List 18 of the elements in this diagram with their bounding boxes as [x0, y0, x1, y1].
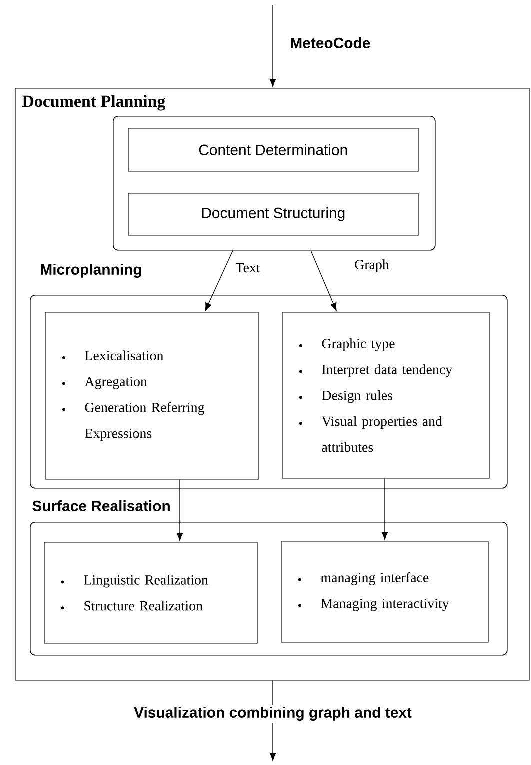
arrow: [176, 479, 184, 541]
task-box: Graphic type Interpret data tendency Design rules Visual properties and attributes: [282, 312, 490, 479]
group-box: [113, 116, 436, 251]
task-box: managing interface Managing interactivity: [281, 541, 489, 643]
node-label: Surface Realisation: [32, 500, 170, 512]
arrow: [205, 250, 234, 312]
edge-label: MeteoCode: [288, 36, 373, 50]
arrow: [310, 250, 337, 312]
task-box: Linguistic Realization Structure Realization: [44, 542, 258, 644]
edge-label: Text: [234, 261, 262, 275]
process-box: Content Determination: [128, 128, 419, 172]
arrow: [382, 478, 388, 540]
edge-label: Visualization combining graph and text: [132, 705, 414, 723]
arrow: [270, 4, 276, 87]
process-box: Document Structuring: [128, 193, 419, 236]
edge-label: Graph: [352, 258, 392, 274]
task-box: Lexicalisation Agregation Generation Referring Expressions: [45, 312, 259, 480]
node-label: Microplanning: [41, 264, 142, 278]
